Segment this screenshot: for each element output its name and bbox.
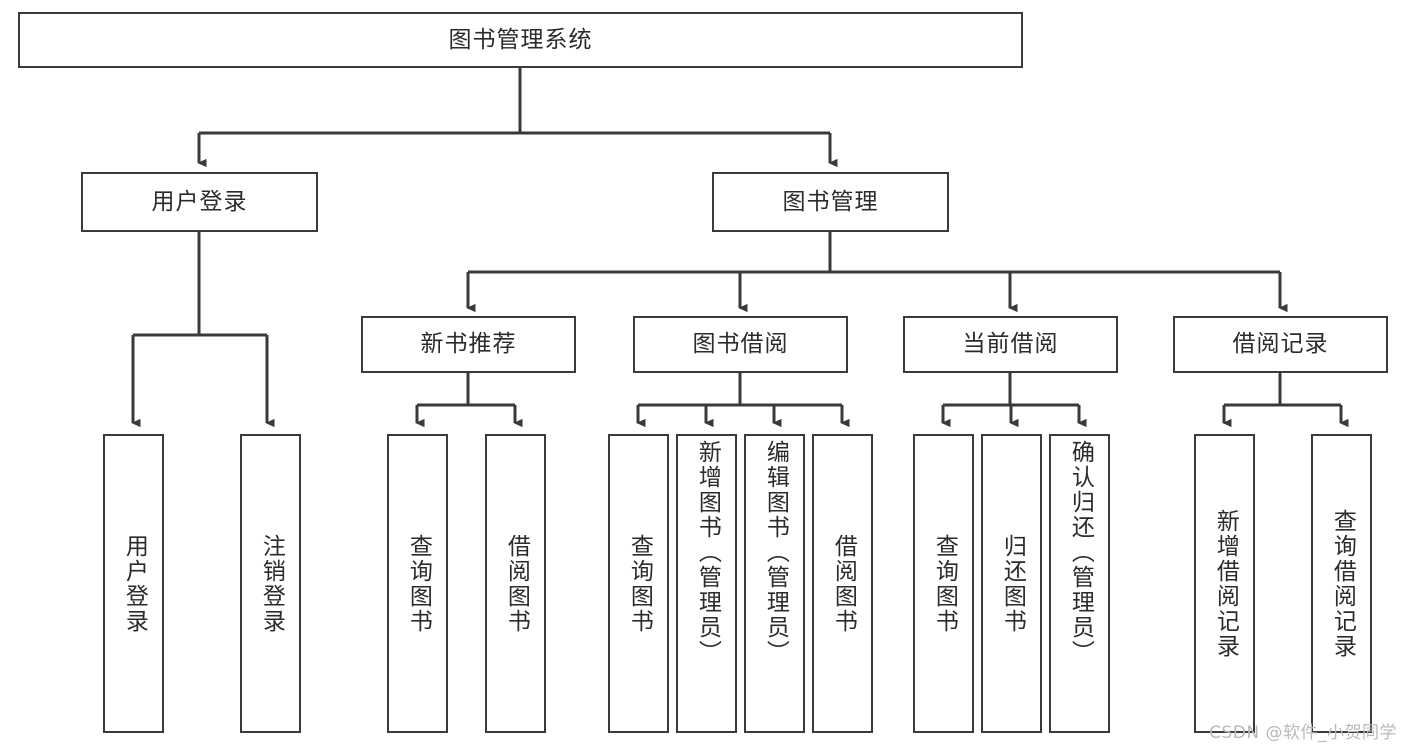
leaf-borrow-add-book-label: 新增图书（管理员） bbox=[694, 440, 721, 665]
node-current-borrow-label: 当前借阅 bbox=[962, 331, 1059, 357]
leaf-current-query-book-label: 查询图书 bbox=[931, 533, 958, 634]
watermark-text: CSDN @软件_小贺同学 bbox=[1209, 723, 1397, 743]
node-user-login[interactable]: 用户登录 bbox=[81, 172, 318, 232]
leaf-newbook-query-book[interactable]: 查询图书 bbox=[387, 434, 448, 733]
leaf-user-login[interactable]: 用户登录 bbox=[103, 434, 164, 733]
node-current-borrow[interactable]: 当前借阅 bbox=[903, 316, 1118, 373]
node-borrow-record[interactable]: 借阅记录 bbox=[1173, 316, 1388, 373]
node-root[interactable]: 图书管理系统 bbox=[18, 12, 1023, 68]
leaf-record-add[interactable]: 新增借阅记录 bbox=[1194, 434, 1255, 733]
leaf-borrow-query-book-label: 查询图书 bbox=[626, 533, 653, 634]
leaf-borrow-edit-book-label: 编辑图书（管理员） bbox=[762, 440, 789, 665]
node-book-borrow-label: 图书借阅 bbox=[692, 331, 789, 357]
leaf-record-query[interactable]: 查询借阅记录 bbox=[1311, 434, 1372, 733]
node-new-book-recommend-label: 新书推荐 bbox=[420, 331, 517, 357]
leaf-current-query-book[interactable]: 查询图书 bbox=[913, 434, 974, 733]
node-user-login-label: 用户登录 bbox=[151, 188, 248, 215]
node-borrow-record-label: 借阅记录 bbox=[1232, 331, 1329, 357]
leaf-record-add-label: 新增借阅记录 bbox=[1212, 508, 1239, 659]
leaf-newbook-query-book-label: 查询图书 bbox=[405, 533, 432, 634]
node-new-book-recommend[interactable]: 新书推荐 bbox=[361, 316, 576, 373]
leaf-borrow-borrow-book-label: 借阅图书 bbox=[830, 533, 857, 634]
leaf-current-return-book-label: 归还图书 bbox=[999, 533, 1026, 634]
node-book-borrow[interactable]: 图书借阅 bbox=[633, 316, 848, 373]
leaf-borrow-edit-book[interactable]: 编辑图书（管理员） bbox=[744, 434, 805, 733]
leaf-current-confirm-return-label: 确认归还（管理员） bbox=[1067, 440, 1094, 665]
leaf-borrow-query-book[interactable]: 查询图书 bbox=[608, 434, 669, 733]
leaf-newbook-borrow-book-label: 借阅图书 bbox=[503, 533, 530, 634]
node-book-manage-label: 图书管理 bbox=[782, 188, 879, 215]
leaf-record-query-label: 查询借阅记录 bbox=[1329, 508, 1356, 659]
leaf-user-login-label: 用户登录 bbox=[121, 533, 148, 634]
leaf-current-confirm-return[interactable]: 确认归还（管理员） bbox=[1049, 434, 1110, 733]
node-root-label: 图书管理系统 bbox=[448, 26, 593, 53]
leaf-borrow-add-book[interactable]: 新增图书（管理员） bbox=[676, 434, 737, 733]
leaf-current-return-book[interactable]: 归还图书 bbox=[981, 434, 1042, 733]
leaf-logout-label: 注销登录 bbox=[258, 533, 285, 634]
leaf-newbook-borrow-book[interactable]: 借阅图书 bbox=[485, 434, 546, 733]
leaf-borrow-borrow-book[interactable]: 借阅图书 bbox=[812, 434, 873, 733]
leaf-logout[interactable]: 注销登录 bbox=[240, 434, 301, 733]
node-book-manage[interactable]: 图书管理 bbox=[712, 172, 949, 232]
